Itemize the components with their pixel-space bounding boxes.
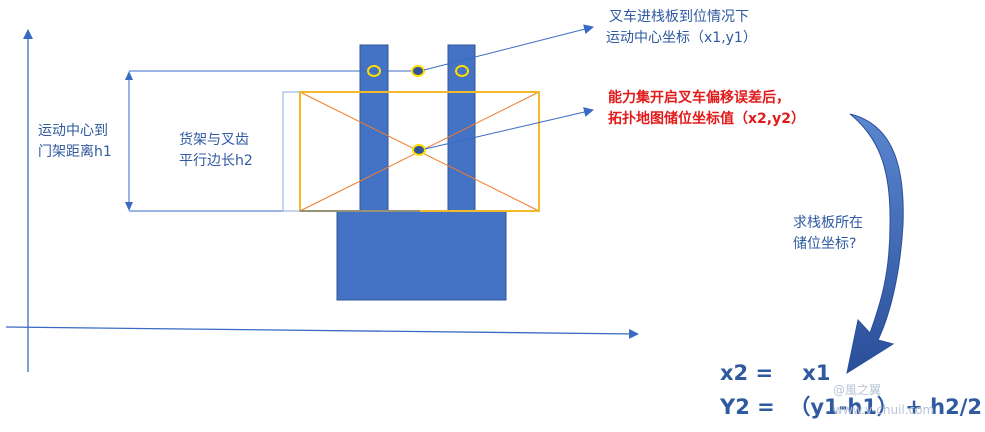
pointer-line-rack-center <box>424 107 594 150</box>
x-axis <box>5 326 639 339</box>
motion-center-marker <box>411 65 425 77</box>
watermark-line1: @風之翼 <box>833 383 882 397</box>
storage-coordinate-label-line2: 拓扑地图储位坐标值（x2,y2） <box>608 111 805 127</box>
left-fork-marker <box>367 65 381 77</box>
h1-dimension <box>125 70 420 212</box>
rack-center-marker <box>412 144 426 156</box>
motion-center-label-line1: 叉车进栈板到位情况下 <box>609 9 749 25</box>
pointer-line-motion-center <box>423 24 594 71</box>
h2-label-line1: 货架与叉齿 <box>179 132 249 148</box>
forklift-body <box>336 210 507 301</box>
formula-x2: x2 = x1 <box>720 361 831 385</box>
h1-label-line1: 运动中心到 <box>38 123 108 139</box>
right-fork <box>447 44 476 212</box>
formula-y2: Y2 = （y1-h1） + h2/2 <box>720 395 982 419</box>
h1-label-line2: 门架距离h1 <box>38 144 112 160</box>
question-label-line1: 求栈板所在 <box>793 215 863 231</box>
h2-label-line2: 平行边长h2 <box>179 153 253 169</box>
motion-center-label-line2: 运动中心坐标（x1,y1） <box>606 30 757 46</box>
curved-arrow <box>846 113 904 375</box>
left-fork <box>359 44 389 212</box>
right-fork-marker <box>455 65 469 77</box>
question-label-line2: 储位坐标? <box>793 236 857 252</box>
watermark-line2: www.v-chuil.com <box>833 403 935 417</box>
h2-bracket <box>282 91 300 212</box>
storage-coordinate-label-line1: 能力集开启叉车偏移误差后， <box>608 90 790 106</box>
